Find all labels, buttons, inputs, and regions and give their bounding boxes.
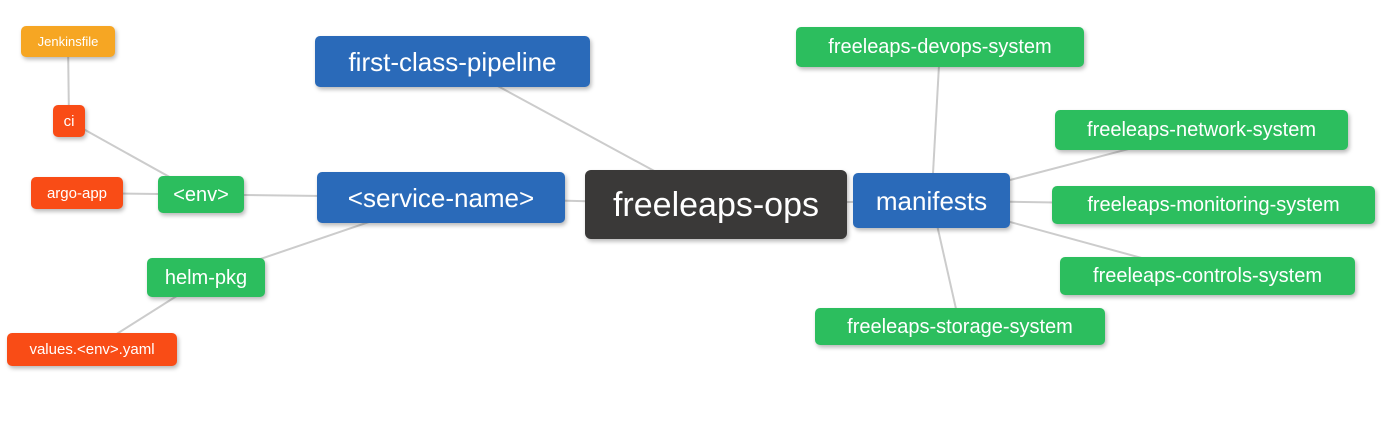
- node-ci[interactable]: ci: [53, 105, 85, 137]
- node-env[interactable]: <env>: [158, 176, 244, 213]
- node-helm-pkg[interactable]: helm-pkg: [147, 258, 265, 297]
- node-label: argo-app: [46, 184, 108, 202]
- node-label: values.<env>.yaml: [29, 341, 155, 358]
- node-argo-app[interactable]: argo-app: [31, 177, 123, 209]
- node-freeleaps-monitoring-system[interactable]: freeleaps-monitoring-system: [1052, 186, 1375, 224]
- node-jenkinsfile[interactable]: Jenkinsfile: [21, 26, 115, 57]
- node-freeleaps-storage-system[interactable]: freeleaps-storage-system: [815, 308, 1105, 345]
- node-label: first-class-pipeline: [348, 46, 557, 77]
- node-freeleaps-network-system[interactable]: freeleaps-network-system: [1055, 110, 1348, 150]
- node-label: freeleaps-storage-system: [847, 315, 1073, 338]
- node-values-env-yaml[interactable]: values.<env>.yaml: [7, 333, 177, 366]
- node-service-name[interactable]: <service-name>: [317, 172, 565, 223]
- node-label: manifests: [875, 185, 988, 216]
- node-label: <env>: [173, 183, 229, 206]
- node-freeleaps-devops-system[interactable]: freeleaps-devops-system: [796, 27, 1084, 67]
- node-label: Jenkinsfile: [37, 34, 99, 49]
- node-label: freeleaps-monitoring-system: [1087, 194, 1340, 216]
- node-label: freeleaps-network-system: [1087, 119, 1316, 141]
- node-first-class-pipeline[interactable]: first-class-pipeline: [315, 36, 590, 87]
- node-label: freeleaps-ops: [612, 185, 819, 224]
- node-label: freeleaps-devops-system: [828, 36, 1052, 58]
- node-label: helm-pkg: [164, 266, 248, 289]
- node-label: ci: [63, 112, 75, 130]
- node-freeleaps-controls-system[interactable]: freeleaps-controls-system: [1060, 257, 1355, 295]
- node-label: freeleaps-controls-system: [1093, 265, 1322, 287]
- node-freeleaps-ops[interactable]: freeleaps-ops: [585, 170, 847, 239]
- node-manifests[interactable]: manifests: [853, 173, 1010, 228]
- node-label: <service-name>: [347, 182, 535, 213]
